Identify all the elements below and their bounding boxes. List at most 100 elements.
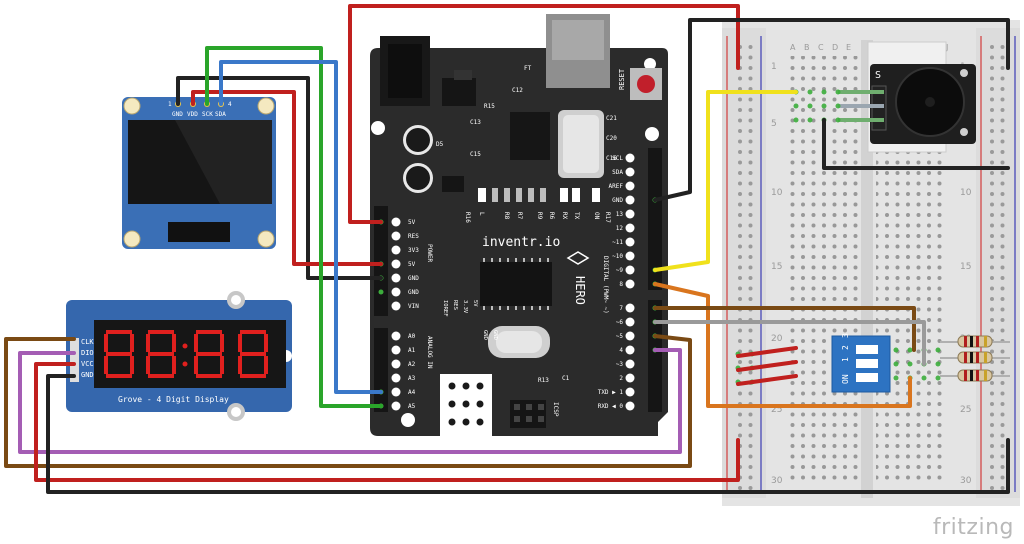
row-numbers-left: 1 5 10 15 20 25 30: [771, 62, 783, 486]
segment-digits: [104, 330, 268, 378]
digital-pin-labels: SCL SDA AREF GND 13 12 ~11 ~10 ~9 8 7 ~6…: [598, 155, 624, 410]
svg-text:E: E: [846, 43, 851, 52]
svg-text:~3: ~3: [616, 361, 624, 368]
svg-text:ON: ON: [593, 212, 600, 220]
svg-text:R6: R6: [548, 212, 555, 220]
svg-text:GND: GND: [612, 197, 623, 204]
svg-text:IOREF: IOREF: [442, 300, 448, 317]
svg-text:~6: ~6: [616, 319, 624, 326]
svg-text:D5: D5: [436, 141, 444, 148]
svg-text:R13: R13: [538, 377, 549, 384]
svg-text:A1: A1: [408, 347, 416, 354]
svg-text:C21: C21: [606, 115, 617, 122]
svg-text:1: 1: [771, 62, 777, 72]
power-header: [374, 206, 401, 412]
svg-text:VDD: VDD: [187, 111, 198, 118]
svg-text:R17: R17: [604, 212, 611, 223]
digital-header-label: DIGITAL (PWM~ ~): [602, 256, 609, 314]
svg-text:J: J: [945, 43, 948, 52]
oled-pin-labels: GND VDD SCK SDA 1 4: [168, 101, 232, 118]
breadboard-jumpers-red: [736, 346, 798, 386]
svg-text:TXD ▶ 1: TXD ▶ 1: [598, 389, 624, 396]
svg-text:L: L: [478, 212, 485, 216]
wire-dip-3: [653, 282, 912, 408]
svg-text:4: 4: [619, 347, 623, 354]
svg-text:15: 15: [960, 262, 971, 272]
wire-display-vcc: [34, 362, 740, 482]
wire-oled-sck: [205, 46, 383, 408]
svg-text:20: 20: [771, 334, 783, 344]
svg-text:A0: A0: [408, 333, 416, 340]
svg-text:C20: C20: [606, 135, 617, 142]
svg-text:13: 13: [616, 211, 624, 218]
svg-text:25: 25: [771, 405, 782, 415]
svg-text:GND: GND: [408, 289, 419, 296]
svg-text:C12: C12: [512, 87, 523, 94]
svg-text:12: 12: [616, 225, 624, 232]
reset-button-icon[interactable]: [637, 75, 655, 93]
wires: [4, 4, 1010, 494]
svg-text:ICSP: ICSP: [552, 402, 559, 417]
svg-text:R8: R8: [503, 212, 510, 220]
svg-text:30: 30: [960, 476, 972, 486]
grove-pin-header: [70, 338, 79, 382]
svg-text:1: 1: [841, 357, 850, 362]
digital-header: [625, 148, 662, 412]
wire-buzzer-signal: [653, 90, 798, 272]
led-labels: L RX TX ON: [478, 212, 600, 220]
wire-display-gnd: [46, 374, 1010, 494]
svg-text:SDA: SDA: [215, 111, 226, 118]
svg-text:RES: RES: [408, 233, 419, 240]
svg-text:TX: TX: [573, 212, 580, 220]
dip-switch[interactable]: ON 1 2 3: [831, 333, 891, 393]
svg-text:C13: C13: [470, 119, 481, 126]
svg-text:3.3V: 3.3V: [462, 300, 468, 314]
reset-label: RESET: [618, 68, 626, 90]
svg-text:ANALOG IN: ANALOG IN: [426, 336, 433, 369]
svg-text:SCL: SCL: [612, 155, 623, 162]
svg-text:~5: ~5: [616, 333, 624, 340]
wire-display-dio: [18, 348, 682, 454]
svg-text:10: 10: [960, 188, 972, 198]
board-brand: inventr.io: [482, 235, 560, 250]
svg-text:FT: FT: [524, 65, 532, 72]
svg-text:2: 2: [619, 375, 623, 382]
icsp-header: ICSP: [440, 374, 559, 436]
svg-text:5V: 5V: [472, 300, 478, 307]
svg-text:GND: GND: [492, 330, 498, 340]
microcontroller-chip: [480, 258, 552, 310]
svg-text:SDA: SDA: [612, 169, 623, 176]
status-leds: [478, 188, 600, 202]
svg-text:7: 7: [619, 305, 623, 312]
svg-text:R7: R7: [516, 212, 523, 220]
svg-text:GND: GND: [408, 275, 419, 282]
wire-oled-sda: [219, 60, 383, 394]
wire-dip-1: [653, 306, 916, 352]
svg-text:ON: ON: [841, 374, 850, 384]
oled-display: GND VDD SCK SDA 1 4: [122, 97, 276, 249]
wire-dip-2: [653, 320, 926, 366]
svg-text:A: A: [790, 43, 796, 52]
svg-text:A5: A5: [408, 403, 416, 410]
grove-label: Grove - 4 Digit Display: [118, 395, 229, 404]
svg-text:B: B: [804, 43, 810, 52]
svg-text:C16: C16: [606, 155, 617, 162]
svg-text:VCC: VCC: [81, 360, 94, 368]
svg-text:R15: R15: [484, 103, 495, 110]
svg-text:5: 5: [771, 119, 777, 129]
wire-buzzer-gnd: [822, 118, 1010, 170]
svg-text:~9: ~9: [616, 267, 624, 274]
svg-text:5V: 5V: [408, 219, 416, 226]
svg-text:~10: ~10: [612, 253, 623, 260]
hero-logo-icon: [566, 251, 590, 265]
svg-text:30: 30: [771, 476, 783, 486]
bottom-pin-labels: IOREF RES 3.3V 5V GND GND: [442, 300, 498, 340]
svg-text:C15: C15: [470, 151, 481, 158]
svg-text:1: 1: [168, 101, 172, 108]
svg-text:3V3: 3V3: [408, 247, 419, 254]
svg-text:D: D: [832, 43, 838, 52]
svg-text:8: 8: [619, 281, 623, 288]
svg-text:~11: ~11: [612, 239, 623, 246]
svg-text:4: 4: [228, 101, 232, 108]
smd-labels: R15 C13 C15 C21 C20 C16 D5 FT C12 R13 C1: [436, 65, 617, 384]
